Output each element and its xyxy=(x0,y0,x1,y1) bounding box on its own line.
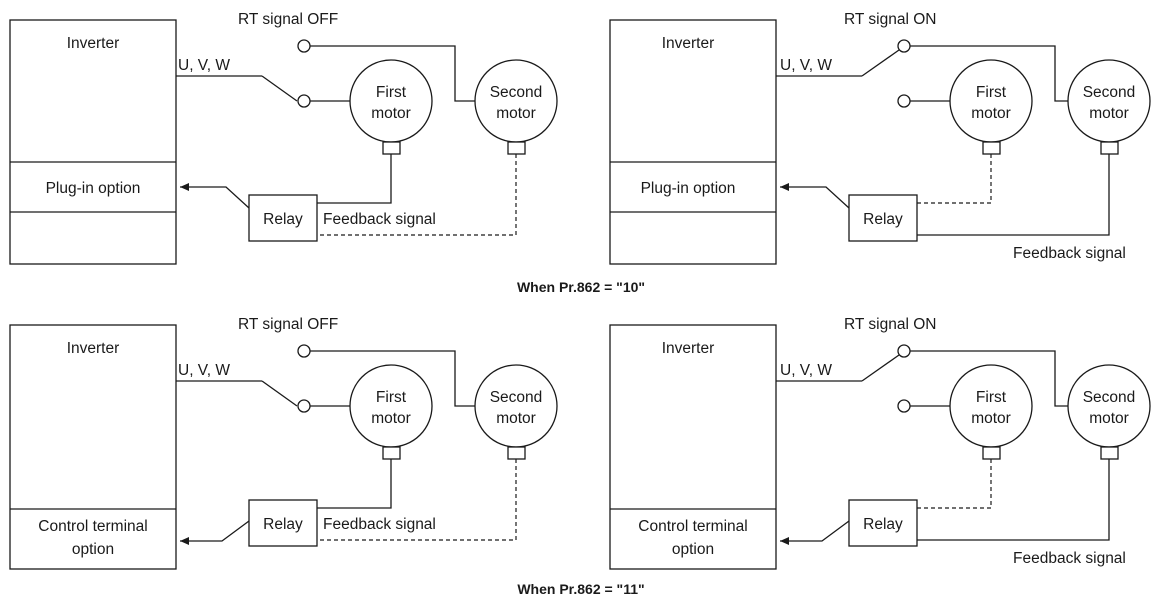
switch-blade xyxy=(861,49,900,77)
first-motor xyxy=(949,364,1033,448)
terminal-lower xyxy=(897,399,911,413)
feedback-label: Feedback signal xyxy=(323,211,436,228)
caption-pr862-10: When Pr.862 = "10" xyxy=(517,279,645,295)
first-motor-label-2: motor xyxy=(371,105,411,122)
terminal-lower xyxy=(897,94,911,108)
feedback-label: Feedback signal xyxy=(1013,550,1126,567)
relay-label: Relay xyxy=(263,211,303,228)
second-motor xyxy=(474,59,558,143)
terminal-upper xyxy=(297,344,311,358)
feedback-label: Feedback signal xyxy=(323,516,436,533)
panel-pr11-rt-off: Inverter Control terminal option U, V, W… xyxy=(9,316,558,570)
second-motor xyxy=(1067,59,1151,143)
first-motor-label-2: motor xyxy=(971,410,1011,427)
relay-label: Relay xyxy=(863,516,903,533)
second-motor-encoder xyxy=(507,446,526,460)
first-motor xyxy=(349,59,433,143)
second-motor-label-2: motor xyxy=(1089,410,1129,427)
relay-box xyxy=(248,194,318,242)
second-motor-label-2: motor xyxy=(496,105,536,122)
terminal-lower xyxy=(297,94,311,108)
second-motor-label: Second xyxy=(490,389,543,406)
uvw-label: U, V, W xyxy=(780,362,832,379)
terminal-upper xyxy=(897,39,911,53)
second-motor xyxy=(1067,364,1151,448)
caption-pr862-11: When Pr.862 = "11" xyxy=(517,581,644,597)
inverter-label: Inverter xyxy=(67,340,120,357)
inverter-label: Inverter xyxy=(662,340,715,357)
rt-signal-label: RT signal ON xyxy=(844,11,936,28)
first-motor xyxy=(949,59,1033,143)
relay-box xyxy=(848,194,918,242)
rt-signal-label: RT signal OFF xyxy=(238,316,338,333)
second-motor-label: Second xyxy=(1083,84,1136,101)
second-motor-label-2: motor xyxy=(496,410,536,427)
first-motor-encoder xyxy=(382,141,401,155)
uvw-label: U, V, W xyxy=(780,57,832,74)
first-motor-label: First xyxy=(976,389,1007,406)
relay-label: Relay xyxy=(263,516,303,533)
second-motor-encoder xyxy=(1100,141,1119,155)
first-motor-encoder xyxy=(382,446,401,460)
relay-box xyxy=(848,499,918,547)
second-motor-label-2: motor xyxy=(1089,105,1129,122)
second-motor-label: Second xyxy=(1083,389,1136,406)
first-motor-label-2: motor xyxy=(971,105,1011,122)
rt-signal-label: RT signal ON xyxy=(844,316,936,333)
relay-label: Relay xyxy=(863,211,903,228)
first-motor-label: First xyxy=(976,84,1007,101)
switch-blade xyxy=(861,354,900,382)
option-label: Control terminal xyxy=(38,518,147,535)
relay-box xyxy=(248,499,318,547)
uvw-label: U, V, W xyxy=(178,57,230,74)
switch-blade xyxy=(261,75,298,102)
option-label: Plug-in option xyxy=(46,180,141,197)
terminal-lower xyxy=(297,399,311,413)
second-motor xyxy=(474,364,558,448)
first-motor-label: First xyxy=(376,389,407,406)
inverter-box xyxy=(609,324,777,570)
inverter-label: Inverter xyxy=(67,35,120,52)
inverter-box xyxy=(9,19,177,265)
option-label-2: option xyxy=(72,541,114,558)
inverter-box xyxy=(609,19,777,265)
rt-signal-label: RT signal OFF xyxy=(238,11,338,28)
terminal-upper xyxy=(897,344,911,358)
feedback-label: Feedback signal xyxy=(1013,245,1126,262)
second-motor-encoder xyxy=(507,141,526,155)
first-motor-encoder xyxy=(982,141,1001,155)
option-label: Control terminal xyxy=(638,518,747,535)
inverter-label: Inverter xyxy=(662,35,715,52)
second-motor-encoder xyxy=(1100,446,1119,460)
first-motor xyxy=(349,364,433,448)
second-motor-label: Second xyxy=(490,84,543,101)
panel-pr11-rt-on: Inverter Control terminal option U, V, W… xyxy=(609,316,1151,570)
option-label: Plug-in option xyxy=(641,180,736,197)
terminal-upper xyxy=(297,39,311,53)
panel-pr10-rt-on: Inverter Plug-in option U, V, W RT signa… xyxy=(609,11,1151,265)
panel-pr10-rt-off: Inverter Plug-in option U, V, W RT signa… xyxy=(9,11,558,265)
inverter-box xyxy=(9,324,177,570)
first-motor-label-2: motor xyxy=(371,410,411,427)
first-motor-encoder xyxy=(982,446,1001,460)
first-motor-label: First xyxy=(376,84,407,101)
option-label-2: option xyxy=(672,541,714,558)
switch-blade xyxy=(261,380,298,407)
uvw-label: U, V, W xyxy=(178,362,230,379)
